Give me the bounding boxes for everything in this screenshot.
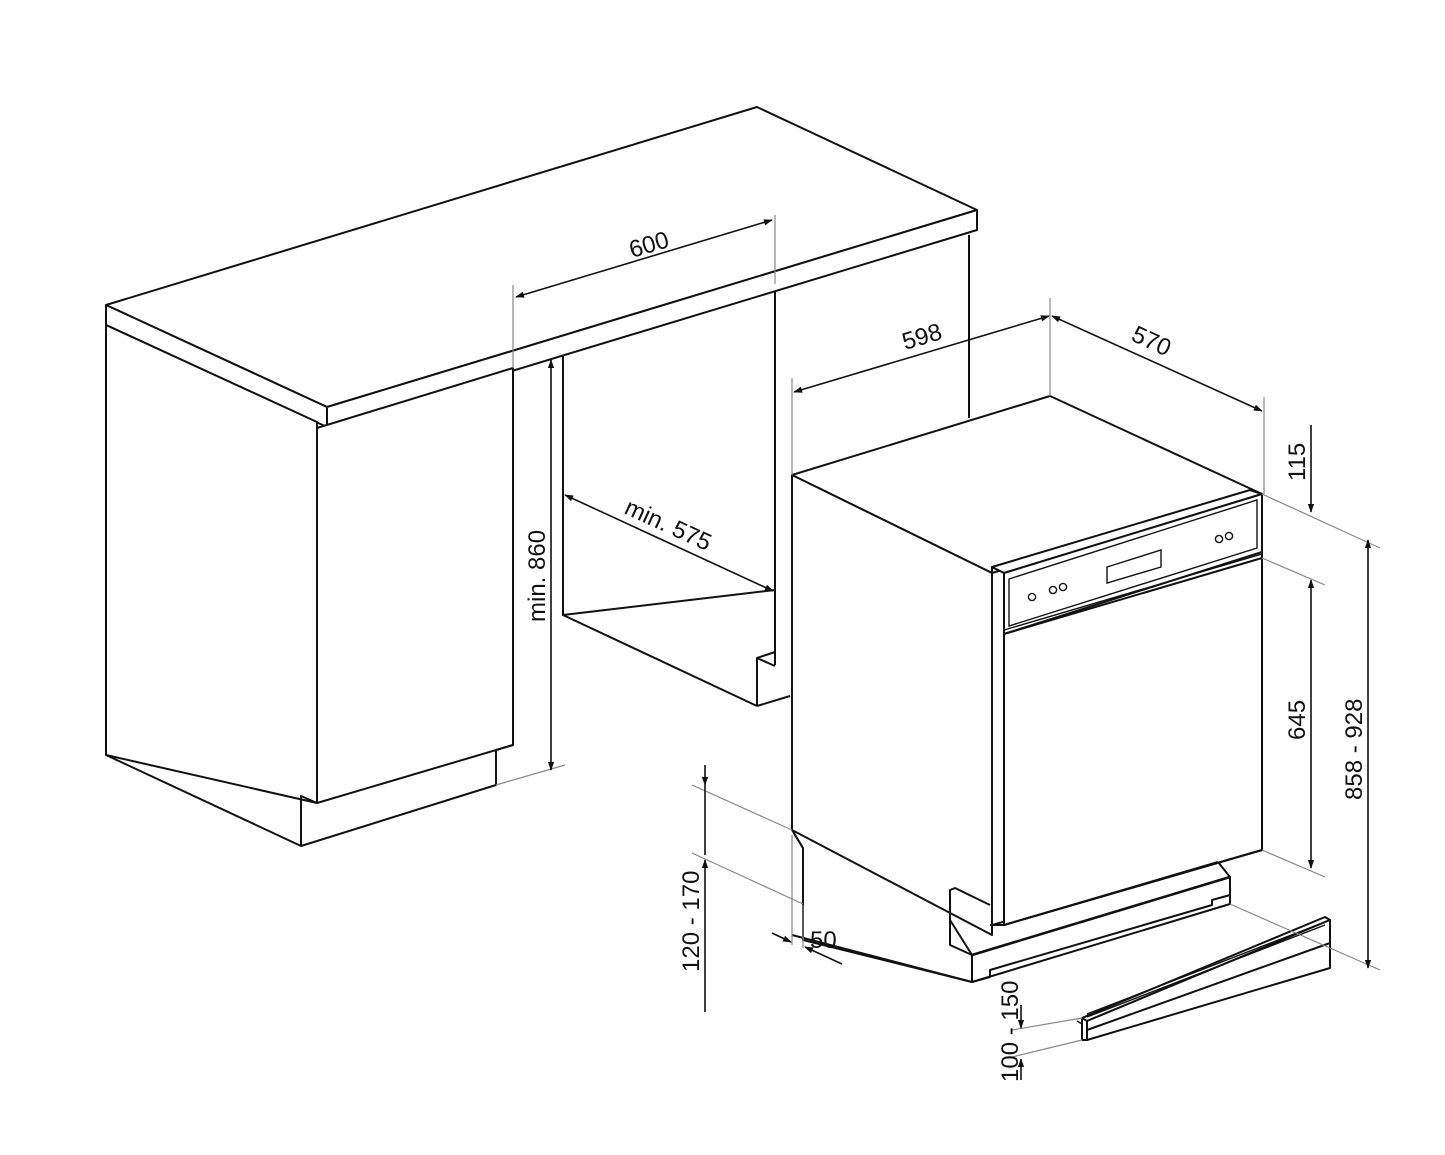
left-base-cabinet [105, 324, 514, 847]
dim-label-control-panel-height: 115 [1284, 443, 1311, 481]
delay-button-icon [1224, 531, 1234, 541]
kickboard [1076, 916, 1331, 1041]
dimension-570: 570 [1051, 315, 1263, 412]
dimension-645: 645 [1284, 579, 1315, 869]
dim-label-door-height: 645 [1284, 700, 1311, 740]
dimension-120-170: 120 - 170 [678, 765, 709, 1012]
dim-label-plinth-setback: 50 [810, 927, 837, 954]
extension-lines [495, 215, 1381, 1058]
dimension-50: 50 [771, 927, 843, 965]
dim-label-plinth-height-range: 120 - 170 [678, 871, 705, 972]
dimension-858-928: 858 - 928 [1341, 539, 1372, 969]
dim-label-cabinet-height: min. 860 [524, 530, 551, 622]
program-button-icon [1048, 585, 1058, 595]
dishwasher-door [990, 494, 1263, 926]
dimension-115: 115 [1284, 425, 1315, 513]
dim-label-kickboard-height-range: 100 - 150 [997, 981, 1024, 1082]
dishwasher [790, 395, 1263, 983]
niche-back-panel [562, 283, 791, 707]
dim-label-appliance-width: 598 [899, 318, 945, 355]
start-button-icon [1214, 534, 1224, 544]
option-button-icon [1058, 582, 1068, 592]
dimension-100-150: 100 - 150 [997, 981, 1025, 1082]
dim-label-appliance-height-range: 858 - 928 [1341, 699, 1368, 800]
display-icon [1106, 549, 1162, 584]
countertop [105, 106, 978, 428]
dimension-598: 598 [793, 315, 1050, 393]
power-button-icon [1027, 592, 1037, 602]
dimension-min-860: min. 860 [524, 359, 555, 771]
dim-label-appliance-depth: 570 [1128, 321, 1176, 362]
